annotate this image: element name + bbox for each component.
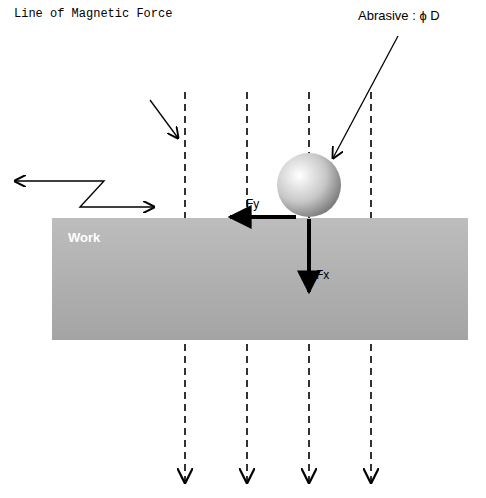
work-piece: Work <box>52 218 468 340</box>
leader-line <box>333 36 398 158</box>
abrasive-ball <box>277 153 341 217</box>
force-label: Fx <box>316 268 329 282</box>
part-name: Work <box>68 230 452 245</box>
field-label: Line of Magnetic Force <box>14 7 172 21</box>
part-label: Abrasive : ϕ D <box>358 8 440 23</box>
force-label: Fy <box>246 197 259 211</box>
leader-line <box>150 100 178 138</box>
vibration-arrow <box>15 181 154 207</box>
